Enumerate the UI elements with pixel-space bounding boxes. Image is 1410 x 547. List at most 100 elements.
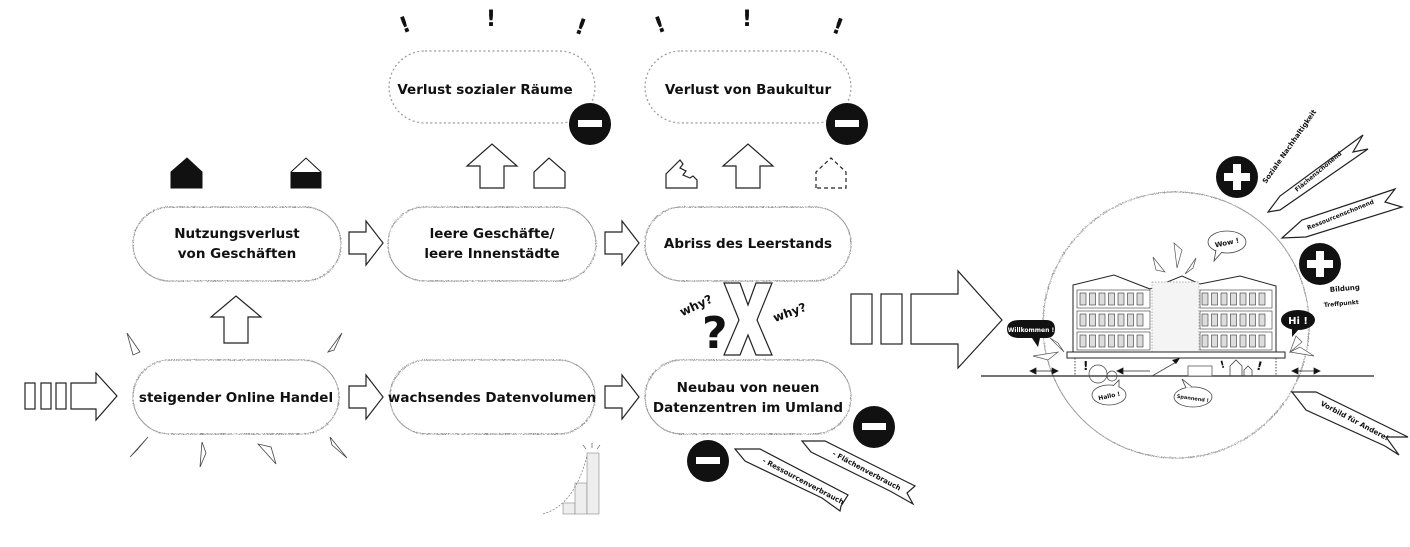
speech-bubble-hi: Hi ! bbox=[1281, 310, 1315, 337]
label-treffpunkt: Treffpunkt bbox=[1324, 299, 1360, 309]
node-neubau-line1: Neubau von neuen bbox=[677, 380, 820, 396]
node-verlust-baukultur-label: Verlust von Baukultur bbox=[665, 82, 832, 98]
banner-ressourcen-label: - Ressourcenverbrauch bbox=[761, 457, 845, 507]
up-arrow-2 bbox=[465, 143, 519, 189]
node-verlust-baukultur: Verlust von Baukultur bbox=[644, 50, 852, 124]
window bbox=[1098, 313, 1106, 327]
node-nutzungsverlust-line1: Nutzungsverlust bbox=[174, 226, 300, 242]
speech-bubble-wow: Wow ! bbox=[1207, 230, 1247, 263]
cross-x-icon bbox=[723, 282, 773, 356]
node-verlust-sozial-label: Verlust sozialer Räume bbox=[397, 82, 572, 98]
window bbox=[1108, 334, 1115, 348]
minus-icon bbox=[853, 406, 895, 448]
minus-icon bbox=[826, 103, 868, 145]
window bbox=[1098, 334, 1106, 348]
window bbox=[1136, 334, 1144, 348]
exclamation-marks: ! ! ! ! ! ! bbox=[396, 7, 846, 41]
exclamation-mark: ! bbox=[829, 14, 847, 41]
window bbox=[1230, 334, 1237, 348]
minus-icon bbox=[569, 103, 611, 145]
window bbox=[1220, 313, 1228, 327]
exclamation-mark: ! bbox=[571, 14, 589, 41]
speech-hi-label: Hi ! bbox=[1288, 316, 1308, 327]
minus-icon bbox=[687, 440, 729, 482]
node-abriss-label: Abriss des Leerstands bbox=[664, 236, 832, 252]
window bbox=[1220, 334, 1228, 348]
burst-shards-building bbox=[1032, 242, 1315, 361]
label-bildung: Bildung bbox=[1329, 283, 1360, 294]
node-verlust-sozial: Verlust sozialer Räume bbox=[388, 50, 596, 124]
window bbox=[1079, 334, 1087, 348]
window bbox=[1127, 292, 1134, 306]
window bbox=[1089, 313, 1096, 327]
window bbox=[1249, 313, 1256, 327]
window bbox=[1117, 334, 1125, 348]
window bbox=[1108, 313, 1115, 327]
speech-bubble-willkommen: Willkommen ! bbox=[1007, 320, 1055, 347]
node-leere-geschaefte: leere Geschäfte/ leere Innenstädte bbox=[387, 206, 597, 282]
right-arrow-4 bbox=[604, 373, 640, 421]
node-nutzungsverlust: Nutzungsverlust von Geschäften bbox=[132, 206, 342, 282]
window bbox=[1079, 292, 1087, 306]
window bbox=[1127, 334, 1134, 348]
node-abriss: Abriss des Leerstands bbox=[644, 206, 852, 282]
window bbox=[1201, 334, 1209, 348]
window bbox=[1211, 313, 1218, 327]
node-neubau: Neubau von neuen Datenzentren im Umland bbox=[644, 359, 852, 435]
node-nutzungsverlust-line2: von Geschäften bbox=[178, 246, 296, 262]
banner-flaechenschonend: Flächenschonend bbox=[1266, 134, 1369, 213]
why-label-right: why? bbox=[771, 300, 808, 325]
window bbox=[1127, 313, 1134, 327]
window bbox=[1258, 313, 1266, 327]
speech-bubble-hallo: Hallo ! bbox=[1091, 379, 1127, 406]
up-arrow-1 bbox=[209, 295, 263, 344]
right-arrow-3 bbox=[348, 373, 384, 421]
question-mark-icon: ? bbox=[702, 308, 728, 359]
input-arrow bbox=[24, 371, 118, 422]
speech-willkommen-label: Willkommen ! bbox=[1008, 327, 1054, 334]
house-filled-icon bbox=[170, 157, 203, 189]
window bbox=[1117, 292, 1125, 306]
window bbox=[1239, 334, 1247, 348]
window bbox=[1117, 313, 1125, 327]
window bbox=[1239, 292, 1247, 306]
window bbox=[1211, 292, 1218, 306]
exclamation-mark: ! bbox=[651, 12, 669, 39]
right-arrow-2 bbox=[604, 219, 640, 267]
exclamation-mark: ! bbox=[1255, 359, 1264, 374]
plus-icon bbox=[1299, 243, 1341, 285]
burst-shards-online bbox=[126, 332, 348, 468]
node-leere-line1: leere Geschäfte/ bbox=[430, 226, 555, 242]
question-group: why? why? ? bbox=[677, 282, 808, 359]
speech-hallo-label: Hallo ! bbox=[1098, 391, 1121, 402]
window bbox=[1201, 313, 1209, 327]
window bbox=[1089, 334, 1096, 348]
exclamation-mark: ! bbox=[486, 7, 496, 32]
growth-chart-icon bbox=[542, 443, 601, 515]
window bbox=[1249, 334, 1256, 348]
window bbox=[1136, 292, 1144, 306]
node-leere-line2: leere Innenstädte bbox=[424, 246, 559, 262]
speech-bubble-spannend: Spannend ! bbox=[1173, 378, 1213, 408]
ground-arrows bbox=[1029, 367, 1321, 375]
node-online-handel: steigender Online Handel bbox=[132, 359, 340, 435]
up-arrow-3 bbox=[721, 143, 775, 189]
house-dashed-icon bbox=[815, 157, 847, 189]
window bbox=[1211, 334, 1218, 348]
window bbox=[1201, 292, 1209, 306]
node-neubau-line2: Datenzentren im Umland bbox=[653, 400, 843, 416]
exclamation-mark: ! bbox=[742, 7, 752, 32]
exclamation-mark: ! bbox=[1219, 359, 1226, 371]
window bbox=[1108, 292, 1115, 306]
window bbox=[1258, 292, 1266, 306]
house-broken-icon bbox=[665, 159, 698, 189]
window bbox=[1136, 313, 1144, 327]
window bbox=[1098, 292, 1106, 306]
node-online-handel-label: steigender Online Handel bbox=[139, 390, 333, 406]
window bbox=[1249, 292, 1256, 306]
speech-spannend-label: Spannend ! bbox=[1176, 394, 1209, 404]
house-outline-icon bbox=[533, 157, 566, 189]
node-datenvolumen: wachsendes Datenvolumen bbox=[388, 359, 596, 435]
right-arrow-1 bbox=[348, 219, 384, 267]
